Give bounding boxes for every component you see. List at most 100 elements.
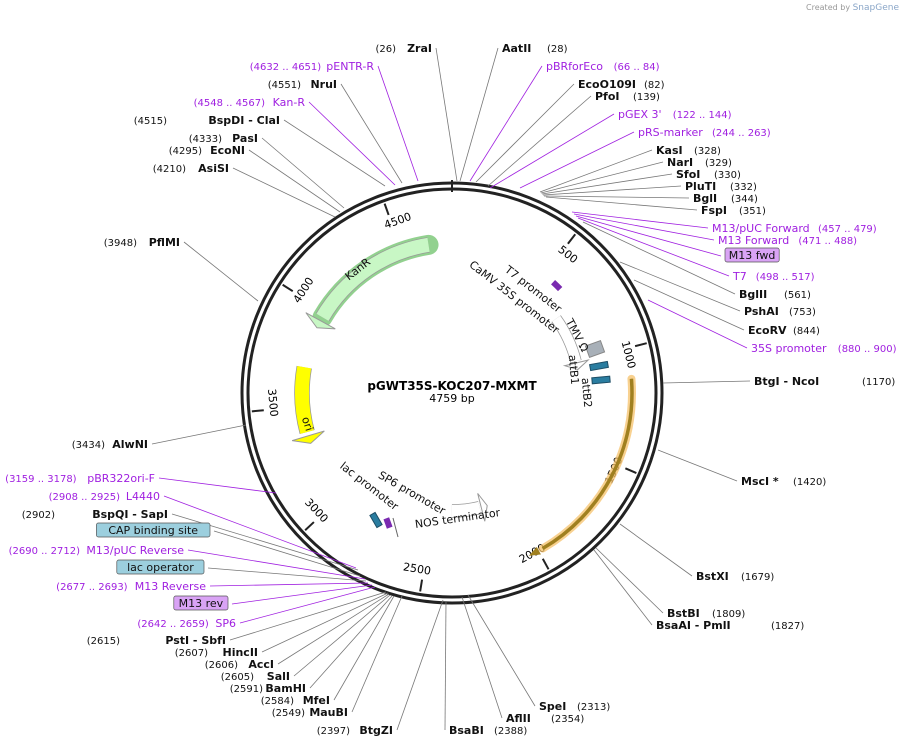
label-pos-23: (1679) [741,572,774,583]
label-name-35: HincII [222,646,258,659]
label-name-36: PstI - SbfI [165,634,226,647]
label-name-3: EcoO109I [578,78,636,91]
label-name-28: BsaBI [449,724,484,737]
leader-0 [435,47,458,182]
label-pos-36: (2615) [87,636,120,647]
site-label-mfei: MfeI(2584) [261,694,330,707]
tick-2500 [419,579,424,592]
ori-body [295,366,314,434]
site-label-bspdi: BspDI - ClaI(4515) [134,114,280,127]
label-pos-18: (753) [789,307,816,318]
site-label-nari: NarI (329) [667,156,732,169]
kanr-arrowhead [305,312,336,330]
gene-arc-body [542,378,633,550]
leader-16 [577,217,730,277]
label-name-31: MfeI [303,694,330,707]
leader-26 [467,594,536,707]
site-label-pluti: PluTI(332) [685,180,757,193]
label-pos-14: (471 .. 488) [798,236,857,247]
leader-20 [647,299,748,349]
label-name-12: FspI [701,204,727,217]
site-label-m13-forward: M13 Forward(471 .. 488) [718,234,857,247]
attb1-box [589,360,609,372]
label-pos-33: (2605) [221,672,254,683]
site-label-sali: SalI(2605) [221,670,290,683]
label-name-29: BtgZI [359,724,393,737]
label-name-17: BglII [739,288,767,301]
gene-arc-arrowhead [528,546,541,556]
label-name-8: NarI [667,156,693,169]
leader-51 [283,119,386,187]
site-label-aatii: AatII(28) [502,42,568,55]
site-label-m13-rev: M13 rev [173,595,229,611]
label-pos-6: (244 .. 263) [712,128,771,139]
label-pos-8: (329) [705,158,732,169]
site-label-acci: AccI(2606) [205,658,274,671]
label-pos-19: (844) [793,326,820,337]
ori-label: ori [299,415,316,433]
leader-45 [158,477,277,494]
label-pos-12: (351) [739,206,766,217]
leader-49 [248,149,341,213]
leader-14 [573,213,715,241]
label-name-52: Kan-R [273,96,306,109]
label-name-53: NruI [310,78,337,91]
leader-30 [351,595,403,713]
site-label-asisi: AsiSI(4210) [153,162,229,175]
attb1-label: attB1 [566,354,582,385]
leader-11 [543,195,690,199]
label-name-37: SP6 [215,617,236,630]
leader-52 [308,101,396,186]
leader-33 [293,594,391,677]
camv35s-arrowhead [562,359,590,371]
leader-47 [183,241,259,302]
label-name-27: AflII [506,712,531,725]
label-box-15 [724,247,780,263]
label-pos-9: (330) [714,170,741,181]
label-name-22: MscI * [741,475,779,488]
site-label-prs-marker: pRS-marker(244 .. 263) [638,126,771,139]
tick-2000 [541,558,550,570]
tick-1500 [624,467,637,474]
label-pos-29: (2397) [317,726,350,737]
label-name-25: BsaAI - PmlI [656,619,731,632]
leader-12 [545,196,698,211]
nos-terminator-body [451,501,482,518]
label-box-text-40: lac operator [127,561,194,574]
site-label-bsaai: BsaAI - PmlI(1827) [656,619,804,632]
label-name-16: T7 [732,270,747,283]
label-name-10: PluTI [685,180,716,193]
leader-15 [575,215,722,257]
tick-label-4000: 4000 [291,275,317,306]
label-name-51: BspDI - ClaI [208,114,280,127]
tick-4000 [282,283,294,293]
leader-48 [232,167,336,218]
label-name-13: M13/pUC Forward [712,222,810,235]
site-label-bstxi: BstXI(1679) [696,570,774,583]
label-pos-44: (2908 .. 2925) [49,492,121,503]
leader-37 [239,586,376,624]
site-label-bglii: BglII(561) [739,288,811,301]
label-pos-43: (2902) [22,510,55,521]
label-name-44: L4440 [126,490,160,503]
label-box-text-38: M13 rev [179,597,224,610]
plasmid-length: 4759 bp [429,392,474,405]
tick-500 [567,233,577,245]
site-label-bsabi: BsaBI(2388) [449,724,527,737]
label-box-40 [116,559,205,575]
leader-17 [582,221,736,295]
site-label-maubi: MauBI(2549) [272,706,348,719]
label-name-50: PasI [232,132,258,145]
site-label-ecorv: EcoRV(844) [748,324,820,337]
leader-28 [444,600,447,731]
site-label-t7: T7(498 .. 517) [732,270,815,283]
site-label-m13-reverse: M13 Reverse(2677 .. 2693) [56,580,206,593]
site-label-btgi: BtgI - NcoI(1170) [754,375,895,388]
leader-19 [633,279,745,331]
label-pos-21: (1170) [862,377,895,388]
leader-18 [619,261,741,312]
label-name-7: KasI [656,144,683,157]
site-label-aflii: AflII(2354) [506,712,584,725]
leader-46 [151,424,247,445]
